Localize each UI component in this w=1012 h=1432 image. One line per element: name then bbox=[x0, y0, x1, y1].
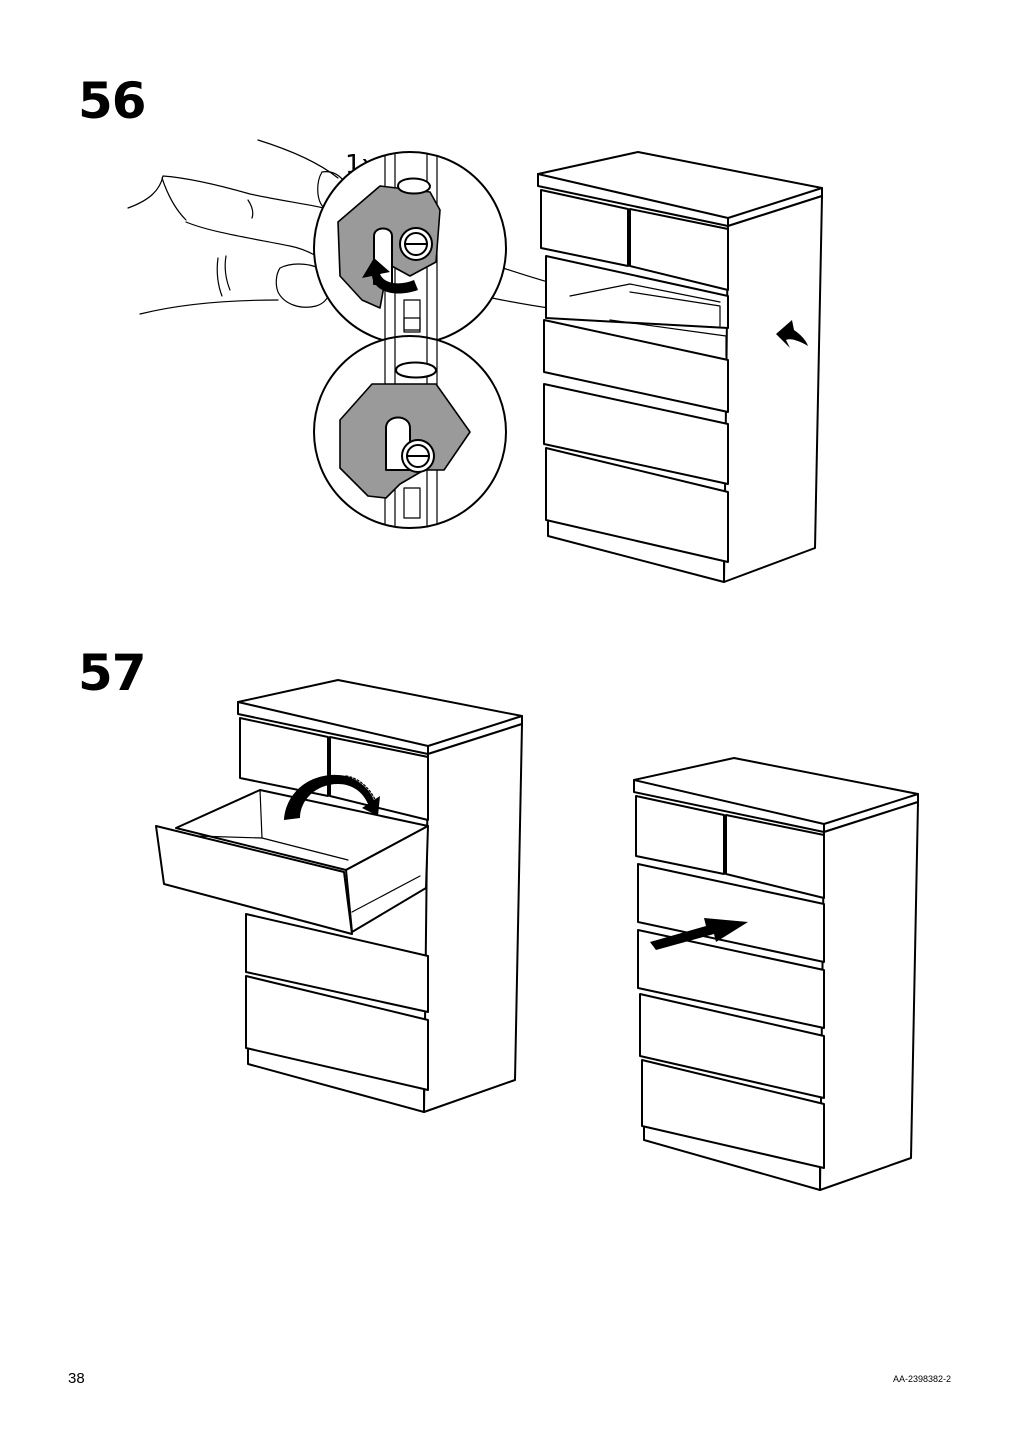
hand-icon bbox=[127, 139, 347, 315]
drawer-stop-clip-icon bbox=[313, 335, 507, 529]
chest-of-drawers-icon bbox=[537, 151, 823, 583]
push-arrow-icon bbox=[650, 918, 748, 950]
step-57-number: 57 bbox=[78, 644, 147, 702]
document-code: AA-2398382-2 bbox=[893, 1374, 952, 1384]
drawer-stop-clip-icon bbox=[313, 151, 507, 345]
chest-of-drawers-icon bbox=[633, 757, 919, 1191]
page-number: 38 bbox=[68, 1370, 85, 1387]
chest-of-drawers-icon bbox=[155, 679, 523, 1113]
step-56-number: 56 bbox=[78, 72, 147, 130]
